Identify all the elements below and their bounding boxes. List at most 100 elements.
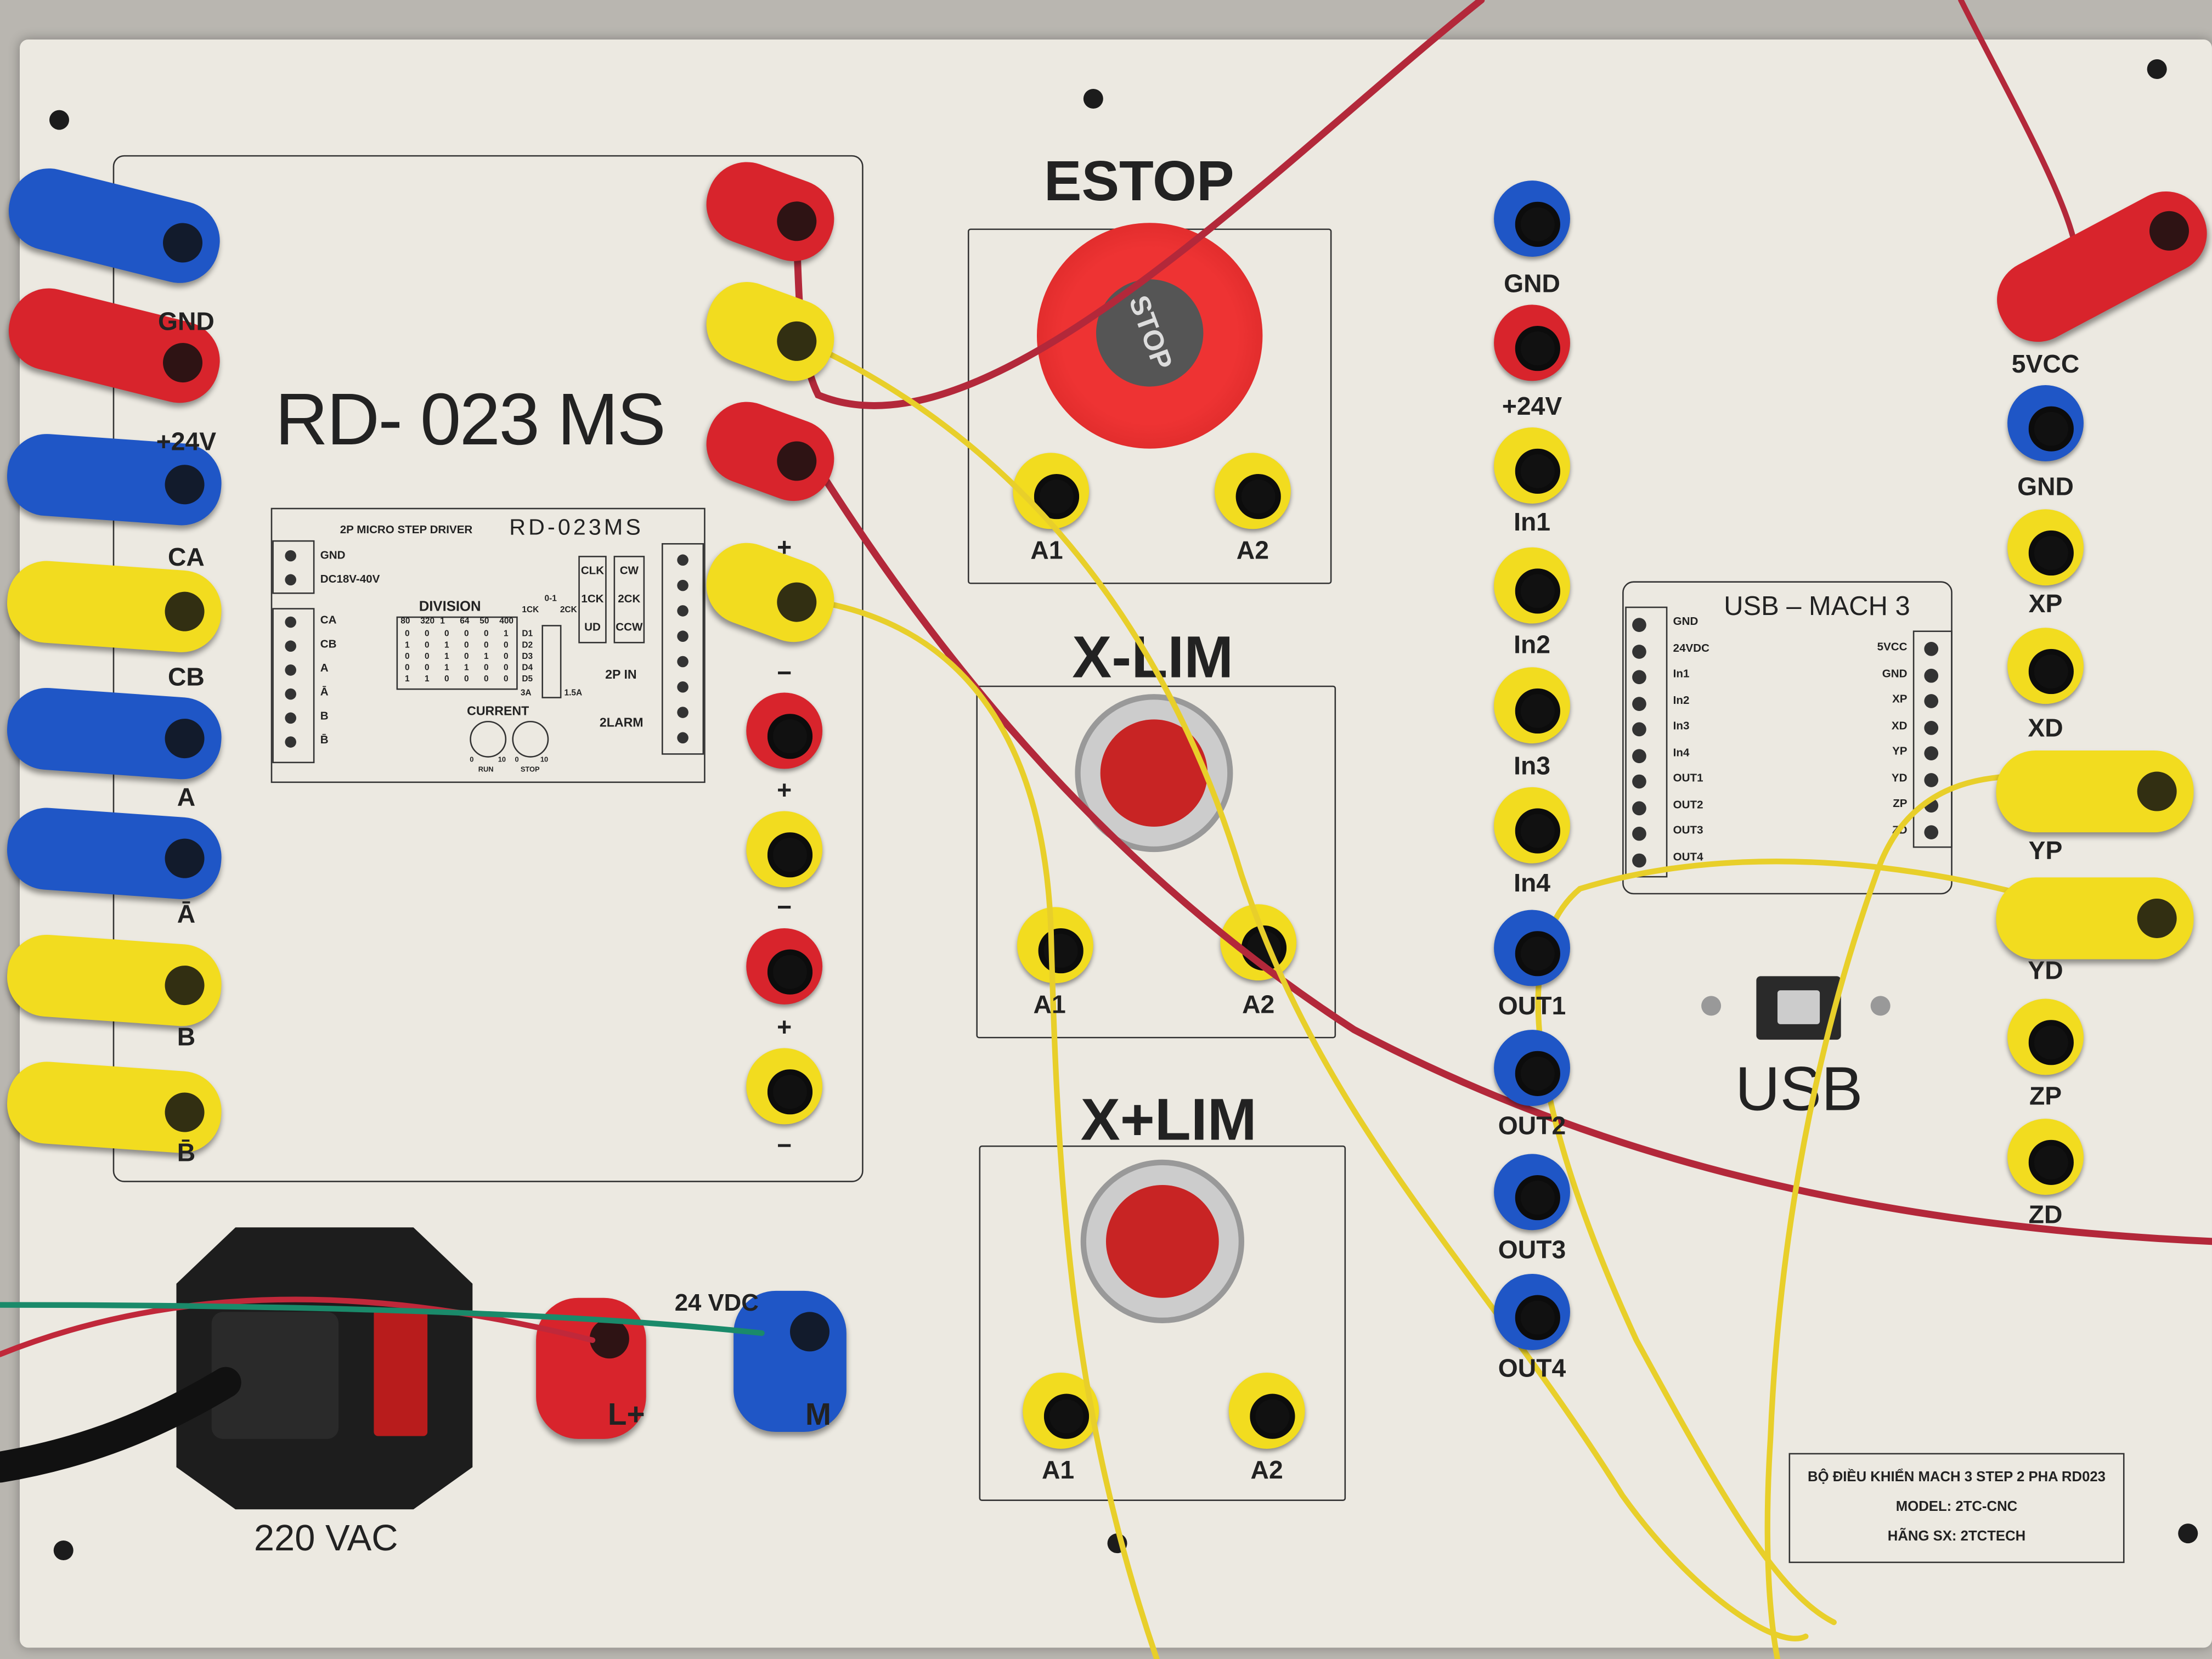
term-label: ZD [1892, 823, 1908, 836]
term-label: YP [1892, 744, 1908, 758]
division-cell: 0 [464, 641, 469, 651]
screw-icon [49, 110, 69, 130]
banana-plug[interactable] [1996, 750, 2194, 833]
banana-jack[interactable] [2007, 385, 2084, 461]
banana-jack[interactable] [1494, 1273, 1570, 1350]
term-label: CA [320, 613, 337, 627]
l-plus-label: L+ [607, 1396, 645, 1432]
banana-jack[interactable] [746, 1048, 823, 1125]
banana-plug[interactable] [1996, 877, 2194, 960]
division-cell: 0 [424, 630, 430, 639]
banana-plug[interactable] [4, 932, 224, 1029]
nameplate-line: HÃNG SX: 2TCTECH [1887, 1529, 2026, 1545]
jack-label: GND [1504, 269, 1560, 298]
mode-label: CLK [580, 564, 605, 577]
terminal-screw-icon [285, 640, 296, 652]
knob-scale: 10 [540, 756, 549, 765]
division-header: 80 [400, 618, 410, 627]
banana-jack[interactable] [2007, 509, 2084, 586]
nameplate-line: MODEL: 2TC-CNC [1895, 1499, 2018, 1515]
banana-jack[interactable] [1494, 180, 1570, 257]
jack-label: YD [2028, 956, 2063, 985]
iec-inlet [211, 1312, 339, 1439]
terminal-screw-icon [677, 554, 689, 566]
power-switch[interactable] [374, 1309, 428, 1436]
banana-plug[interactable] [4, 805, 224, 902]
banana-jack[interactable] [1494, 1030, 1570, 1106]
x-plus-a2-jack[interactable] [1228, 1372, 1305, 1449]
division-cell: 0 [503, 641, 509, 651]
terminal-label: A1 [1033, 990, 1066, 1019]
x-minus-limit-title: X-LIM [1072, 623, 1234, 690]
term-label: In4 [1673, 745, 1690, 759]
term-label: YD [1891, 771, 1908, 784]
jack-label: GND [2017, 472, 2074, 501]
terminal-label: A2 [1242, 990, 1275, 1019]
polarity-label: + [777, 776, 792, 804]
jack-label: XD [2028, 714, 2063, 742]
x-minus-a2-jack[interactable] [1220, 904, 1297, 981]
banana-jack[interactable] [1494, 1154, 1570, 1231]
banana-jack[interactable] [1494, 667, 1570, 744]
terminal-screw-icon [677, 681, 689, 693]
x-minus-limit-button[interactable] [1075, 694, 1233, 853]
x-minus-a1-jack[interactable] [1017, 907, 1093, 984]
banana-jack[interactable] [2007, 998, 2084, 1075]
division-cell: 0 [424, 641, 430, 651]
x-plus-a1-jack[interactable] [1023, 1372, 1099, 1449]
power-terminal-block [272, 540, 315, 594]
banana-jack[interactable] [1494, 304, 1570, 381]
division-cell: 0 [483, 630, 489, 639]
stop-current-knob [512, 720, 549, 758]
usb-left-terminal-block [1625, 606, 1668, 878]
division-header: 1 [440, 618, 445, 627]
term-label: CB [320, 637, 337, 651]
terminal-screw-icon [285, 688, 296, 700]
term-label: A [320, 661, 329, 675]
current-high: 1.5A [564, 690, 583, 698]
division-header: 64 [460, 618, 470, 627]
terminal-screw-icon [1924, 798, 1939, 813]
screw-icon [1701, 996, 1722, 1016]
diagram-model: RD-023MS [509, 516, 644, 540]
run-current-knob [470, 720, 507, 758]
terminal-screw-icon [677, 630, 689, 642]
ac-label: 220 VAC [253, 1516, 398, 1559]
jack-label: 5VCC [2011, 349, 2080, 379]
jack-label: In1 [1514, 507, 1550, 537]
usb-port[interactable] [1756, 976, 1841, 1040]
banana-plug[interactable] [4, 558, 224, 655]
estop-a2-jack[interactable] [1214, 453, 1291, 529]
jack-label: A [177, 783, 196, 811]
banana-plug[interactable] [4, 685, 224, 782]
banana-jack[interactable] [1494, 787, 1570, 864]
term-label: B̄ [320, 733, 329, 747]
terminal-label: A1 [1041, 1455, 1075, 1485]
jack-label: OUT2 [1498, 1111, 1566, 1140]
banana-jack[interactable] [2007, 1119, 2084, 1195]
term-label: Ā [320, 685, 329, 698]
x-plus-limit-button[interactable] [1080, 1159, 1244, 1323]
jack-label: ZP [2029, 1082, 2062, 1110]
jack-label: OUT3 [1498, 1235, 1566, 1264]
banana-jack[interactable] [2007, 628, 2084, 704]
terminal-label: A2 [1250, 1455, 1283, 1485]
input-label-2larm: 2LARM [599, 715, 644, 730]
banana-jack[interactable] [746, 811, 823, 888]
banana-jack[interactable] [746, 692, 823, 769]
banana-jack[interactable] [1494, 910, 1570, 986]
screw-icon [2147, 59, 2167, 79]
emergency-stop-button[interactable]: STOP [1036, 223, 1263, 449]
banana-jack[interactable] [746, 928, 823, 1005]
estop-a1-jack[interactable] [1013, 453, 1090, 529]
terminal-label: A2 [1236, 536, 1269, 565]
banana-jack[interactable] [1494, 547, 1570, 624]
division-cell: 1 [464, 664, 469, 673]
division-cell: 1 [424, 675, 430, 685]
polarity-label: + [777, 1013, 792, 1041]
mode-label: 2CK [618, 592, 641, 606]
division-row-label: D3 [522, 653, 533, 662]
banana-jack[interactable] [1494, 427, 1570, 504]
